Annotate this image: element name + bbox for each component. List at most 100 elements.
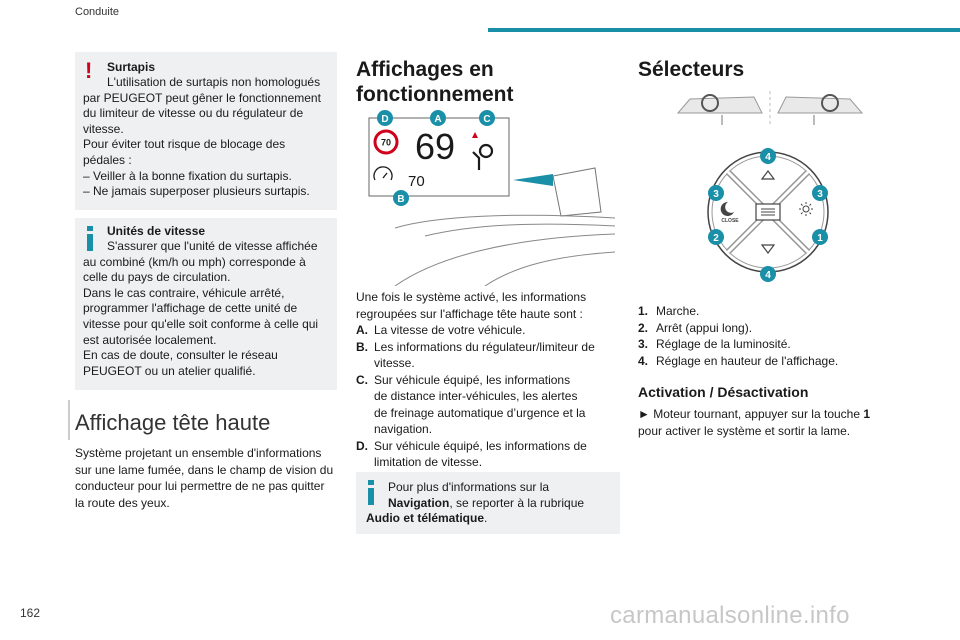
cruise-control-icon <box>373 166 393 181</box>
info-line: Audio et télématique. <box>366 511 616 527</box>
info-text: S'assurer que l'unité de vitesse affiché… <box>83 239 335 379</box>
activation-line: pour activer le système et sortir la lam… <box>638 423 851 438</box>
display-title-line: fonctionnement <box>356 83 514 106</box>
warning-line: vitesse. <box>83 121 124 136</box>
up-arrow-icon <box>760 170 776 180</box>
svg-text:3: 3 <box>817 189 823 200</box>
callout-c: C <box>479 110 495 126</box>
callout-3-right: 3 <box>812 185 828 201</box>
item-text: Réglage de la luminosité. <box>656 337 791 351</box>
item-text: La vitesse de votre véhicule. <box>374 323 526 337</box>
cruise-value: 70 <box>408 173 425 190</box>
item-text: navigation. <box>374 422 433 436</box>
warning-line: pédales : <box>83 152 132 167</box>
item-letter: B. <box>356 339 368 354</box>
info-bold: Navigation <box>388 495 450 510</box>
warning-box: ! Surtapis L'utilisation de surtapis non… <box>75 52 337 210</box>
warning-text: L'utilisation de surtapis non homologués… <box>83 75 333 200</box>
activation-title: Activation / Désactivation <box>638 384 809 400</box>
svg-text:1: 1 <box>817 233 823 244</box>
steering-wheel-right-icon <box>777 94 864 125</box>
control-pad: CLOSE <box>707 151 829 273</box>
hud-line: Système projetant un ensemble d'informat… <box>75 446 322 460</box>
list-item: B.Les informations du régulateur/limiteu… <box>356 339 626 372</box>
info-line: Pour plus d'informations sur la <box>388 480 550 494</box>
callout-1: 1 <box>812 229 828 245</box>
info-rest: , se reporter à la rubrique <box>449 495 585 510</box>
info-title: Unités de vitesse <box>107 224 206 238</box>
list-item: 2.Arrêt (appui long). <box>638 320 928 337</box>
display-items-list: A. La vitesse de votre véhicule. B.Les in… <box>356 322 626 471</box>
hud-blade <box>552 167 602 217</box>
item-text: Réglage en hauteur de l'affichage. <box>656 353 839 368</box>
warning-line: – Ne jamais superposer plusieurs surtapi… <box>83 184 310 199</box>
info-line: Dans le cas contraire, véhicule arrêté, <box>83 285 285 300</box>
info-line: programmer l'affichage de cette unité de <box>83 301 298 316</box>
svg-text:3: 3 <box>713 189 719 200</box>
svg-text:4: 4 <box>765 270 771 281</box>
item-letter: C. <box>356 372 368 387</box>
svg-text:C: C <box>483 114 490 125</box>
dashboard-outline <box>394 214 616 286</box>
hud-figure: 70 69 70 D A C B <box>368 110 616 286</box>
navigation-arrow-icon <box>472 143 494 170</box>
list-item: D.Sur véhicule équipé, les informations … <box>356 438 626 471</box>
activation-line: ► Moteur tournant, appuyer sur la touche… <box>638 406 928 423</box>
list-item: 1. Marche. <box>638 303 928 320</box>
item-text: Marche. <box>656 304 700 318</box>
speed-value: 69 <box>415 126 455 167</box>
speed-limit-value: 70 <box>381 138 391 148</box>
hud-section-text: Système projetant un ensemble d'informat… <box>75 445 345 511</box>
moon-icon <box>720 201 734 216</box>
display-intro-line: regroupées sur l'affichage tête haute so… <box>356 306 583 321</box>
callout-2: 2 <box>708 229 724 245</box>
svg-text:D: D <box>381 114 388 125</box>
selectors-list: 1. Marche. 2.Arrêt (appui long). 3.Réglag… <box>638 303 928 369</box>
info-rest: . <box>484 511 488 526</box>
alert-icon <box>472 132 478 138</box>
svg-text:B: B <box>397 194 404 205</box>
sun-icon <box>799 202 813 216</box>
item-letter: A. <box>356 323 368 337</box>
watermark: carmanualsonline.info <box>610 602 850 629</box>
callout-a: A <box>430 110 446 126</box>
list-item: C.Sur véhicule équipé, les informations … <box>356 372 626 438</box>
hud-line: sur une lame fumée, dans le champ de vis… <box>75 462 334 477</box>
item-number: 2. <box>638 320 649 335</box>
callout-4-top: 4 <box>760 148 776 164</box>
item-text: limitation de vitesse. <box>374 455 483 469</box>
callout-d: D <box>377 110 393 126</box>
speed-limit-sign <box>373 129 399 155</box>
header-accent-bar <box>488 28 960 32</box>
display-intro-line: Une fois le système activé, les informat… <box>356 290 587 304</box>
info-line: vitesse pour qu'elle soit conforme à cel… <box>83 316 319 331</box>
info-text: Pour plus d'informations sur la Navigati… <box>366 480 616 527</box>
info-box-speed-units: Unités de vitesse S'assurer que l'unité … <box>75 218 337 390</box>
list-item: A. La vitesse de votre véhicule. <box>356 322 626 339</box>
exclamation-icon: ! <box>85 58 93 83</box>
display-title-line: Affichages en <box>356 58 494 81</box>
display-section-title: Affichages en fonctionnement <box>356 57 514 107</box>
hud-section-divider <box>68 400 70 440</box>
activation-text-part: Moteur tournant, appuyer sur la touche <box>653 407 864 421</box>
info-box-navigation: Pour plus d'informations sur la Navigati… <box>356 472 620 534</box>
info-line: PEUGEOT ou un atelier qualifié. <box>83 363 256 378</box>
callout-3-left: 3 <box>708 185 724 201</box>
warning-line: – Veiller à la bonne fixation du surtapi… <box>83 168 292 183</box>
item-number: 4. <box>638 353 649 368</box>
warning-line: L'utilisation de surtapis non homologués <box>107 75 321 89</box>
hud-line: conducteur pour lui permettre de ne pas … <box>75 479 325 493</box>
item-text: vitesse. <box>374 356 415 370</box>
warning-title: Surtapis <box>107 60 156 74</box>
activation-key: 1 <box>863 407 871 421</box>
info-line: S'assurer que l'unité de vitesse affiché… <box>107 239 318 253</box>
item-number: 1. <box>638 304 649 318</box>
arrow-bullet-icon: ► <box>638 407 654 421</box>
item-letter: D. <box>356 438 368 453</box>
info-line: Navigation, se reporter à la rubrique <box>366 496 616 512</box>
down-arrow-icon <box>760 244 776 254</box>
item-text: de freinage automatique d’urgence et la <box>374 405 586 420</box>
list-item: 3.Réglage de la luminosité. <box>638 336 928 353</box>
warning-line: du limiteur de vitesse ou du régulateur … <box>83 106 304 121</box>
callout-b: B <box>393 190 409 206</box>
